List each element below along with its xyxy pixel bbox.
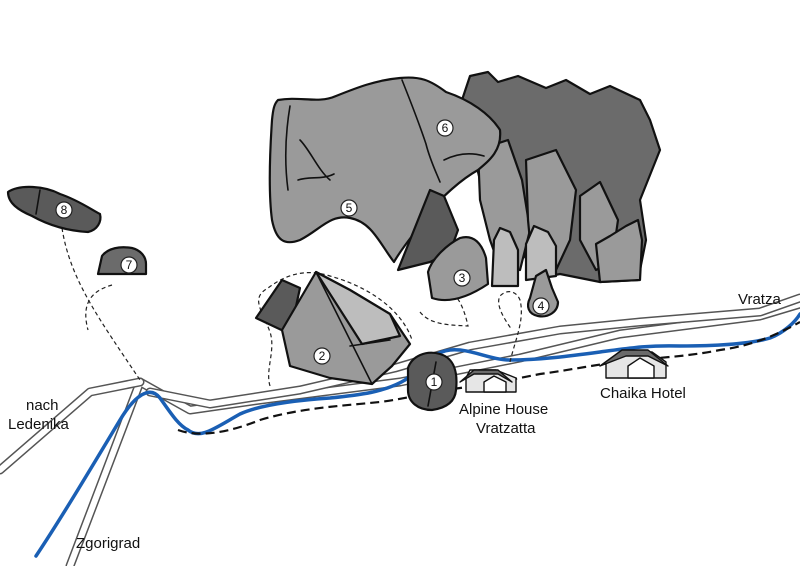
label-chaika-hotel: Chaika Hotel (600, 385, 686, 402)
river (34, 312, 800, 558)
svg-text:6: 6 (442, 121, 449, 135)
label-zgorigrad: Zgorigrad (76, 535, 140, 552)
svg-text:8: 8 (61, 203, 68, 217)
rock-formation-3 (426, 236, 490, 302)
road-main (65, 299, 800, 566)
trail-to-sector-4 (498, 291, 522, 363)
label-nach: nach (26, 397, 59, 414)
label-vratzatta: Vratzatta (476, 420, 536, 437)
sector-badge-8[interactable]: 8 (55, 201, 73, 219)
rock-formation-8 (6, 185, 102, 234)
trail-to-sector-7 (85, 284, 113, 331)
svg-text:3: 3 (459, 271, 466, 285)
sector-badge-3[interactable]: 3 (453, 269, 471, 287)
svg-text:2: 2 (319, 349, 326, 363)
trail-to-sector-3 (419, 295, 469, 327)
sector-badge-4[interactable]: 4 (532, 297, 550, 315)
svg-text:5: 5 (346, 201, 353, 215)
main-trail (177, 321, 800, 435)
rock-formation-2 (254, 270, 412, 386)
svg-text:4: 4 (538, 299, 545, 313)
rock-formation-dark-ridge (460, 70, 662, 288)
road-upper-branch (145, 293, 800, 409)
sector-badge-6[interactable]: 6 (436, 119, 454, 137)
sector-badge-7[interactable]: 7 (120, 256, 138, 274)
label-vratza: Vratza (738, 291, 781, 308)
chaika-hotel-building (599, 349, 669, 379)
alpine-house-building (459, 369, 517, 393)
trail-network (61, 227, 800, 435)
label-ledenika: Ledenika (8, 416, 70, 433)
label-alpine-house: Alpine House (459, 401, 548, 418)
svg-text:7: 7 (126, 258, 133, 272)
sector-badge-2[interactable]: 2 (313, 347, 331, 365)
trail-around-sector-2 (258, 272, 413, 387)
road-to-ledenika (0, 377, 145, 475)
sector-badge-1[interactable]: 1 (425, 373, 443, 391)
svg-text:1: 1 (431, 375, 438, 389)
sector-badge-5[interactable]: 5 (340, 199, 358, 217)
